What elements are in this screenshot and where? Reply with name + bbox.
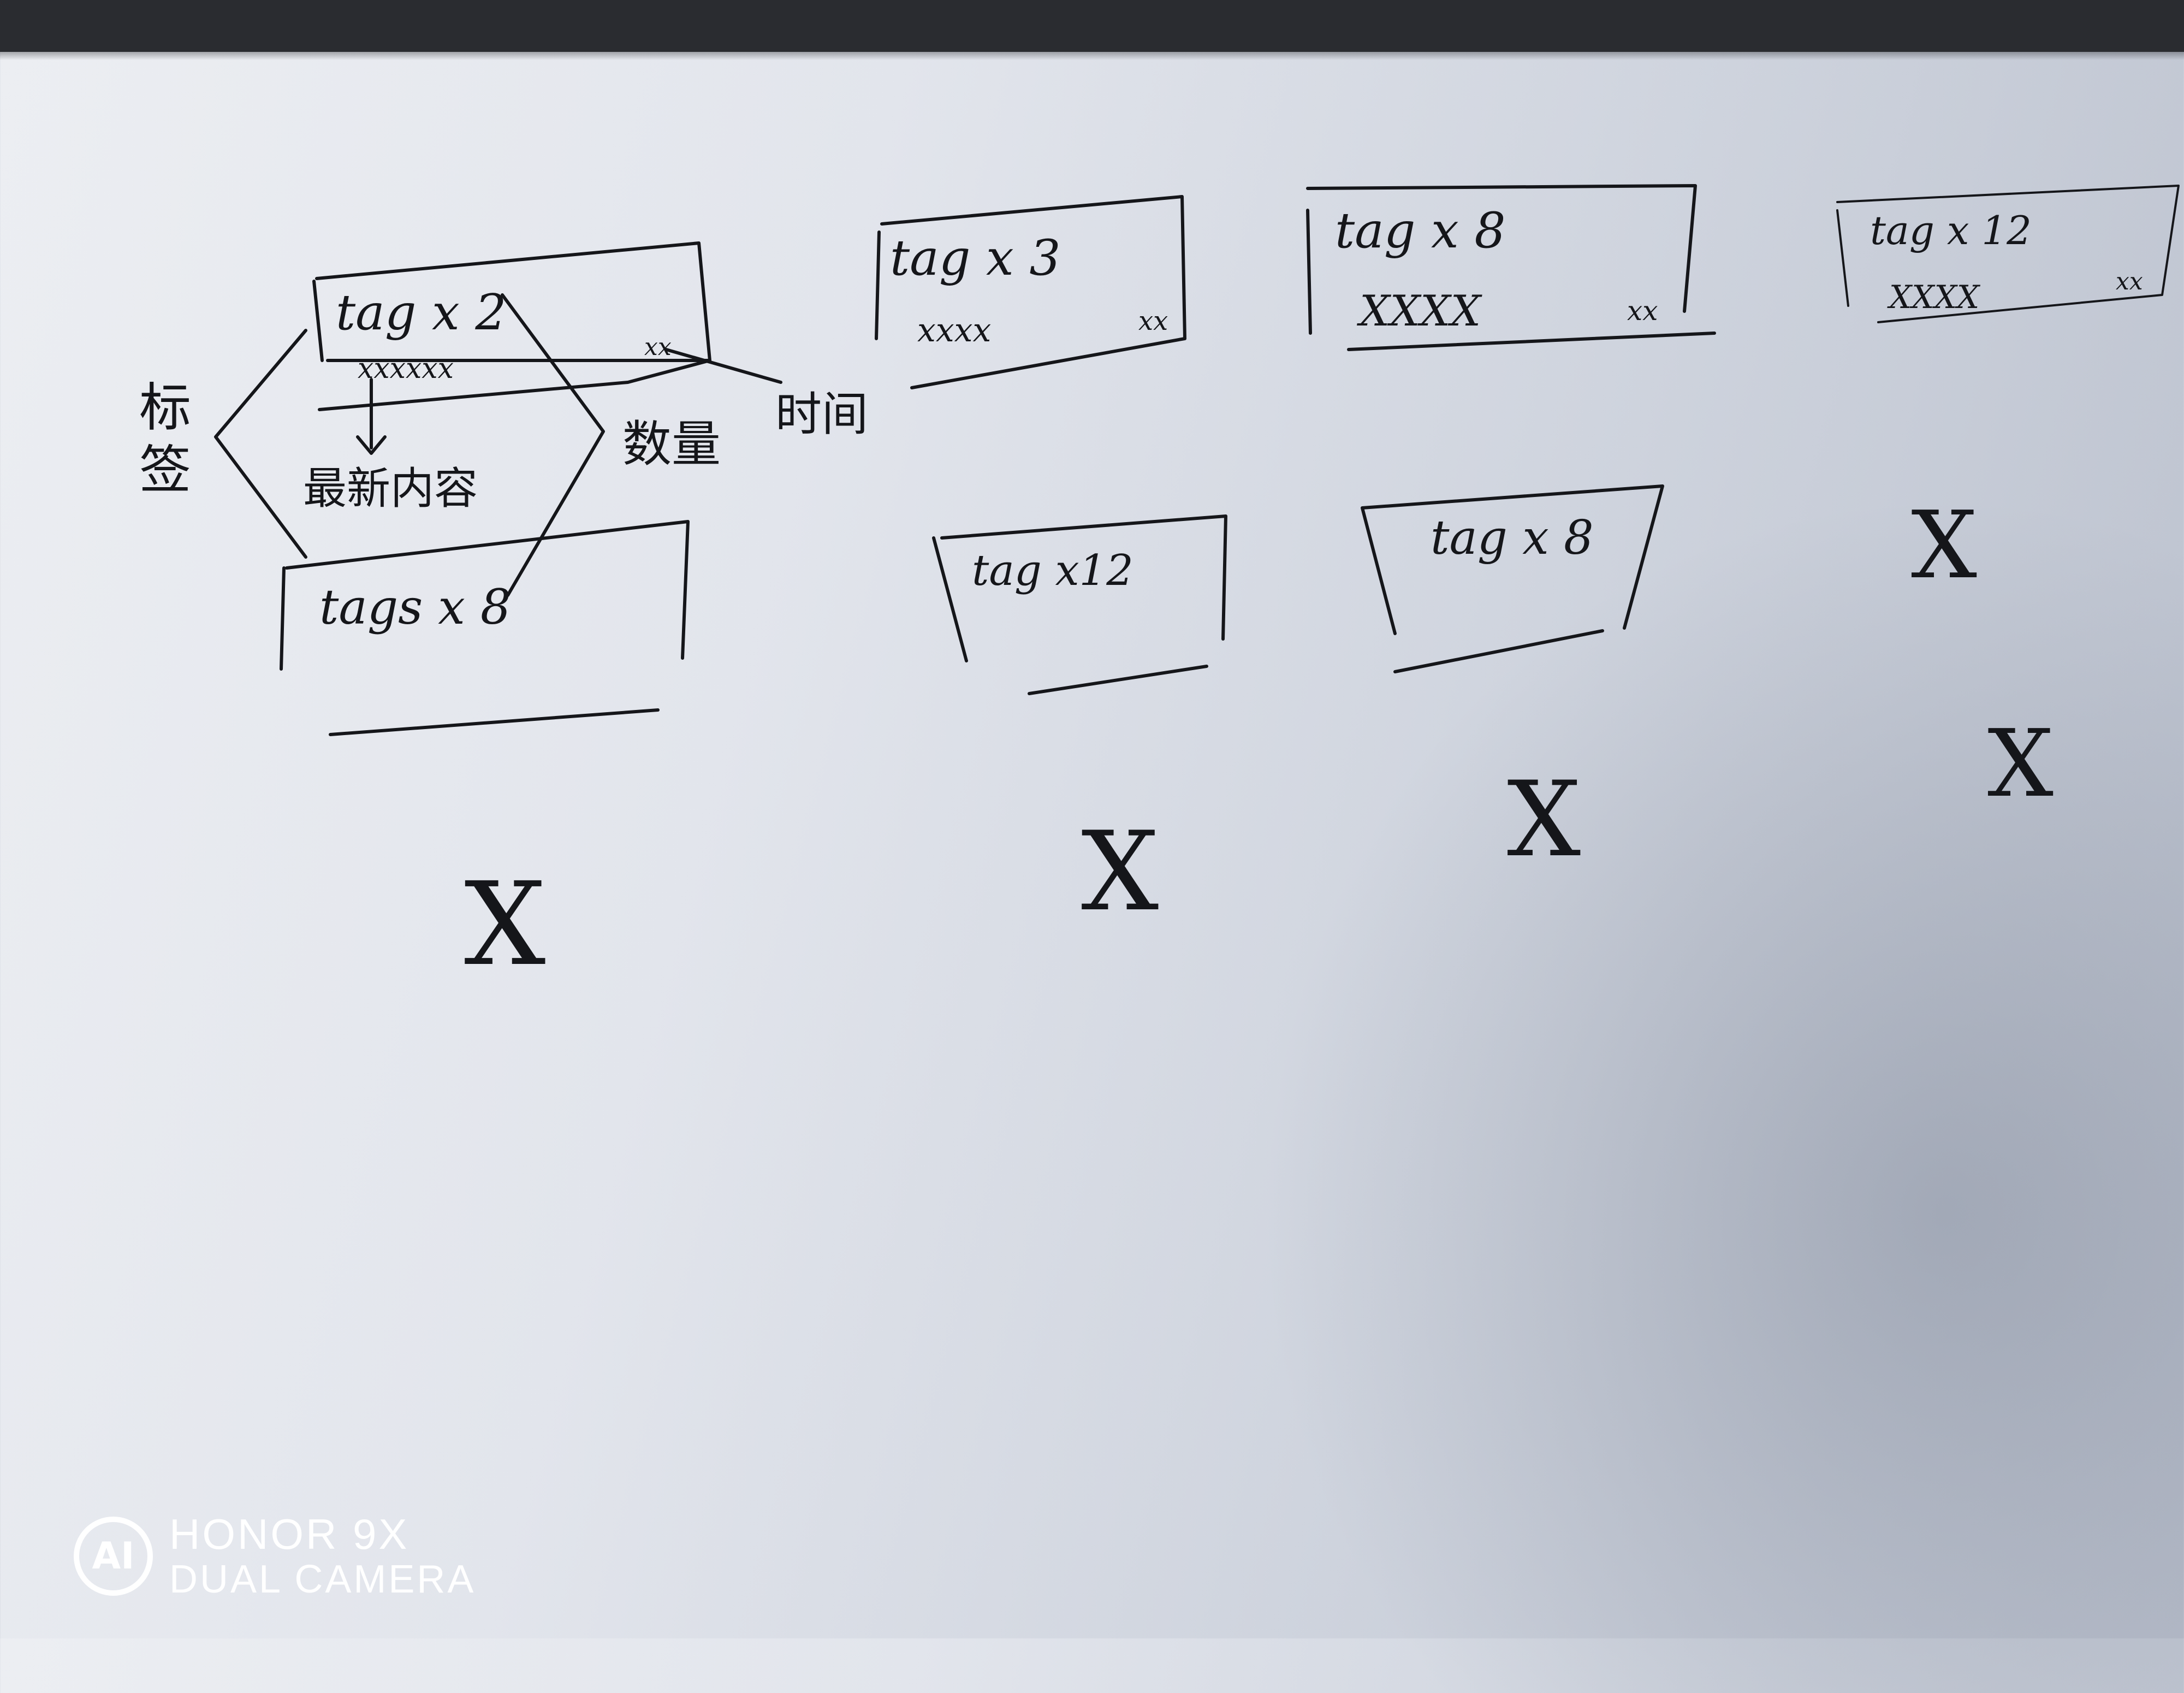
cross-mark: X — [464, 857, 546, 991]
card-row2-2-tag: tag x12 — [972, 546, 1133, 595]
card-row2-2-frame — [932, 514, 1227, 695]
annotation-latest-content: 最新内容 — [303, 463, 478, 514]
cross-mark: X — [1081, 808, 1159, 936]
card-row1-3-frame — [1306, 184, 1716, 351]
cross-mark: X — [1911, 492, 1978, 600]
cross-mark-unused: X — [2031, 1485, 2032, 1486]
card-row1-3-tag: tag x 8 — [1335, 202, 1506, 259]
main-card-frame — [312, 241, 711, 411]
card-row1-2-content: xxxx — [917, 311, 992, 350]
card-row2-1-tag: tags x 8 — [319, 579, 511, 635]
card-row1-2-tag: tag x 3 — [890, 229, 1061, 287]
card-row1-2-time: xx — [1138, 306, 1168, 336]
card-row2-1-frame — [280, 520, 690, 736]
annotation-count: 数量 — [622, 416, 721, 473]
sketch-strokes — [214, 184, 2180, 736]
main-card-time: xx — [644, 333, 672, 361]
main-card-tag: tag x 2 — [336, 284, 507, 341]
card-row1-3-time: xx — [1627, 295, 1658, 327]
card-row1-4-frame — [1836, 185, 2180, 323]
ai-logo-icon: AI — [74, 1516, 153, 1596]
card-row1-4-content: XXXX — [1889, 279, 1980, 316]
card-row2-3-tag: tag x 8 — [1431, 511, 1594, 565]
annotation-time: 时间 — [775, 388, 869, 442]
time-pointer — [664, 348, 782, 384]
cross-mark: X — [1507, 759, 1581, 880]
card-row1-3-content: XXXX — [1360, 287, 1481, 336]
watermark-line1: HONOR 9X — [169, 1510, 410, 1558]
annotation-tag: 标 签 — [139, 378, 192, 500]
cross-mark: X — [1987, 710, 2054, 818]
card-row1-4-tag: tag x 12 — [1870, 208, 2032, 253]
card-row1-4-time: xx — [2116, 268, 2143, 295]
watermark-line2: DUAL CAMERA — [169, 1558, 476, 1601]
card-row1-2-frame — [875, 195, 1186, 389]
main-card-content: xxxxxx — [358, 352, 454, 385]
card-row2-3-frame — [1361, 484, 1664, 673]
content-arrow — [356, 378, 387, 455]
camera-watermark: AI HONOR 9X DUAL CAMERA — [74, 1513, 476, 1599]
tag-bracket — [214, 293, 605, 597]
